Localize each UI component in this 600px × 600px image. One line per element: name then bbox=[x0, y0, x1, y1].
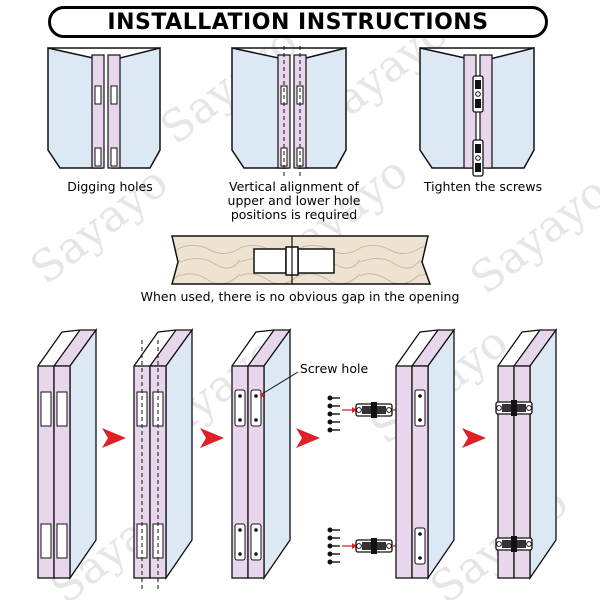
label-line: Vertical alignment of bbox=[229, 179, 359, 194]
label-vertical-alignment: Vertical alignment of upper and lower ho… bbox=[214, 180, 374, 222]
wood-cross-section bbox=[171, 235, 432, 285]
page-title: INSTALLATION INSTRUCTIONS bbox=[107, 9, 489, 35]
top-panel-alignment bbox=[231, 46, 347, 176]
hinge-icon bbox=[355, 537, 393, 555]
hinge-icon bbox=[495, 535, 533, 553]
hinge-icon bbox=[472, 75, 484, 113]
title-banner: INSTALLATION INSTRUCTIONS bbox=[48, 6, 548, 38]
hinge-icon bbox=[355, 401, 393, 419]
label-tighten-screws: Tighten the screws bbox=[423, 179, 543, 194]
bottom-stage-5 bbox=[495, 327, 558, 581]
screw-icon bbox=[326, 394, 341, 402]
arrow-right-icon bbox=[462, 428, 486, 448]
arrow-right-icon bbox=[296, 428, 320, 448]
exploded-hinge-lower bbox=[326, 526, 405, 566]
bottom-stage-1 bbox=[37, 327, 98, 581]
bottom-stage-2 bbox=[133, 327, 194, 592]
top-panel-digging bbox=[47, 47, 161, 169]
screw-hole-label: Screw hole bbox=[299, 361, 369, 376]
screw-icon bbox=[326, 526, 341, 534]
screw-icon bbox=[326, 402, 341, 410]
exploded-hinge-upper bbox=[326, 394, 405, 434]
bottom-stage-4 bbox=[395, 327, 456, 581]
arrow-right-icon bbox=[200, 428, 224, 448]
screw-icon bbox=[326, 410, 341, 418]
hinge-icon bbox=[495, 399, 533, 417]
bottom-stage-3 bbox=[231, 327, 299, 581]
label-digging-holes: Digging holes bbox=[67, 179, 153, 194]
screw-icon bbox=[326, 558, 341, 566]
arrow-right-icon bbox=[102, 428, 126, 448]
gap-caption: When used, there is no obvious gap in th… bbox=[140, 289, 460, 304]
label-line: upper and lower hole bbox=[227, 193, 361, 208]
screw-icon bbox=[326, 534, 341, 542]
top-panel-tighten bbox=[419, 47, 535, 177]
screw-icon bbox=[326, 542, 341, 550]
screw-icon bbox=[326, 426, 341, 434]
screw-icon bbox=[326, 418, 341, 426]
screw-icon bbox=[326, 550, 341, 558]
label-line: positions is required bbox=[230, 207, 358, 222]
hinge-icon bbox=[472, 139, 484, 177]
